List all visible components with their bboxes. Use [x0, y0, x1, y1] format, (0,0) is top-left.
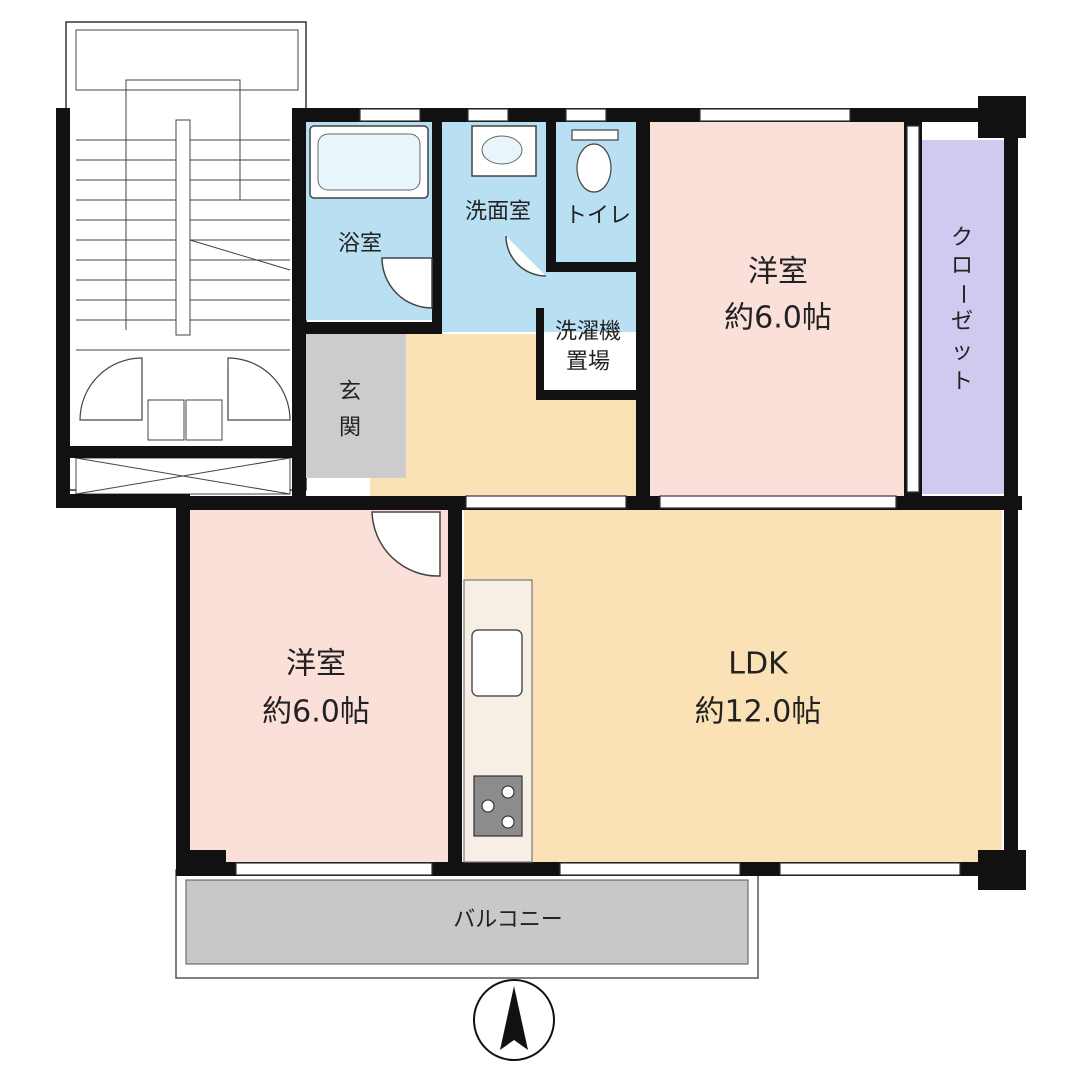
label-ldk-name: LDK	[728, 647, 789, 682]
compass-label: N	[514, 1019, 515, 1021]
windows	[235, 108, 961, 876]
closet-char: ー	[950, 283, 975, 305]
label-entrance-2: 関	[339, 416, 361, 441]
closet-floor	[920, 140, 1004, 494]
label-washroom: 洗面室	[465, 200, 531, 225]
label-western-sw-name: 洋室	[286, 647, 346, 682]
label-toilet: トイレ	[565, 204, 631, 229]
doors	[371, 235, 547, 577]
label-balcony: バルコニー	[453, 908, 563, 933]
closet-char: ク	[951, 226, 973, 251]
western-sw-floor	[186, 510, 450, 864]
label-western-ne-name: 洋室	[748, 255, 808, 290]
closet-char: ッ	[951, 340, 973, 365]
label-entrance-1: 玄	[339, 380, 361, 405]
label-bath: 浴室	[338, 232, 382, 257]
label-laundry-1: 洗濯機	[555, 320, 621, 345]
stairwell	[65, 21, 307, 495]
label-western-ne-size: 約6.0帖	[724, 301, 832, 336]
closet-label: ク ロ ー ゼ ッ ト	[950, 226, 975, 395]
balcony-floor	[185, 879, 749, 965]
ldk-floor	[464, 510, 1002, 864]
wash-basin	[471, 125, 537, 177]
label-laundry-2: 置場	[566, 350, 610, 375]
label-ldk-size: 約12.0帖	[695, 695, 822, 730]
bathtub	[309, 125, 429, 199]
entrance-floor	[306, 334, 406, 478]
toilet-fixture	[571, 129, 619, 193]
north-arrow-icon: N	[473, 979, 555, 1061]
kitchen-counter	[463, 579, 533, 863]
label-western-sw-size: 約6.0帖	[262, 695, 370, 730]
hall-floor	[370, 334, 636, 496]
closet-char: ト	[951, 370, 973, 395]
closet-char: ゼ	[951, 310, 973, 335]
closet-char: ロ	[951, 254, 973, 279]
western-ne-floor	[650, 120, 906, 498]
